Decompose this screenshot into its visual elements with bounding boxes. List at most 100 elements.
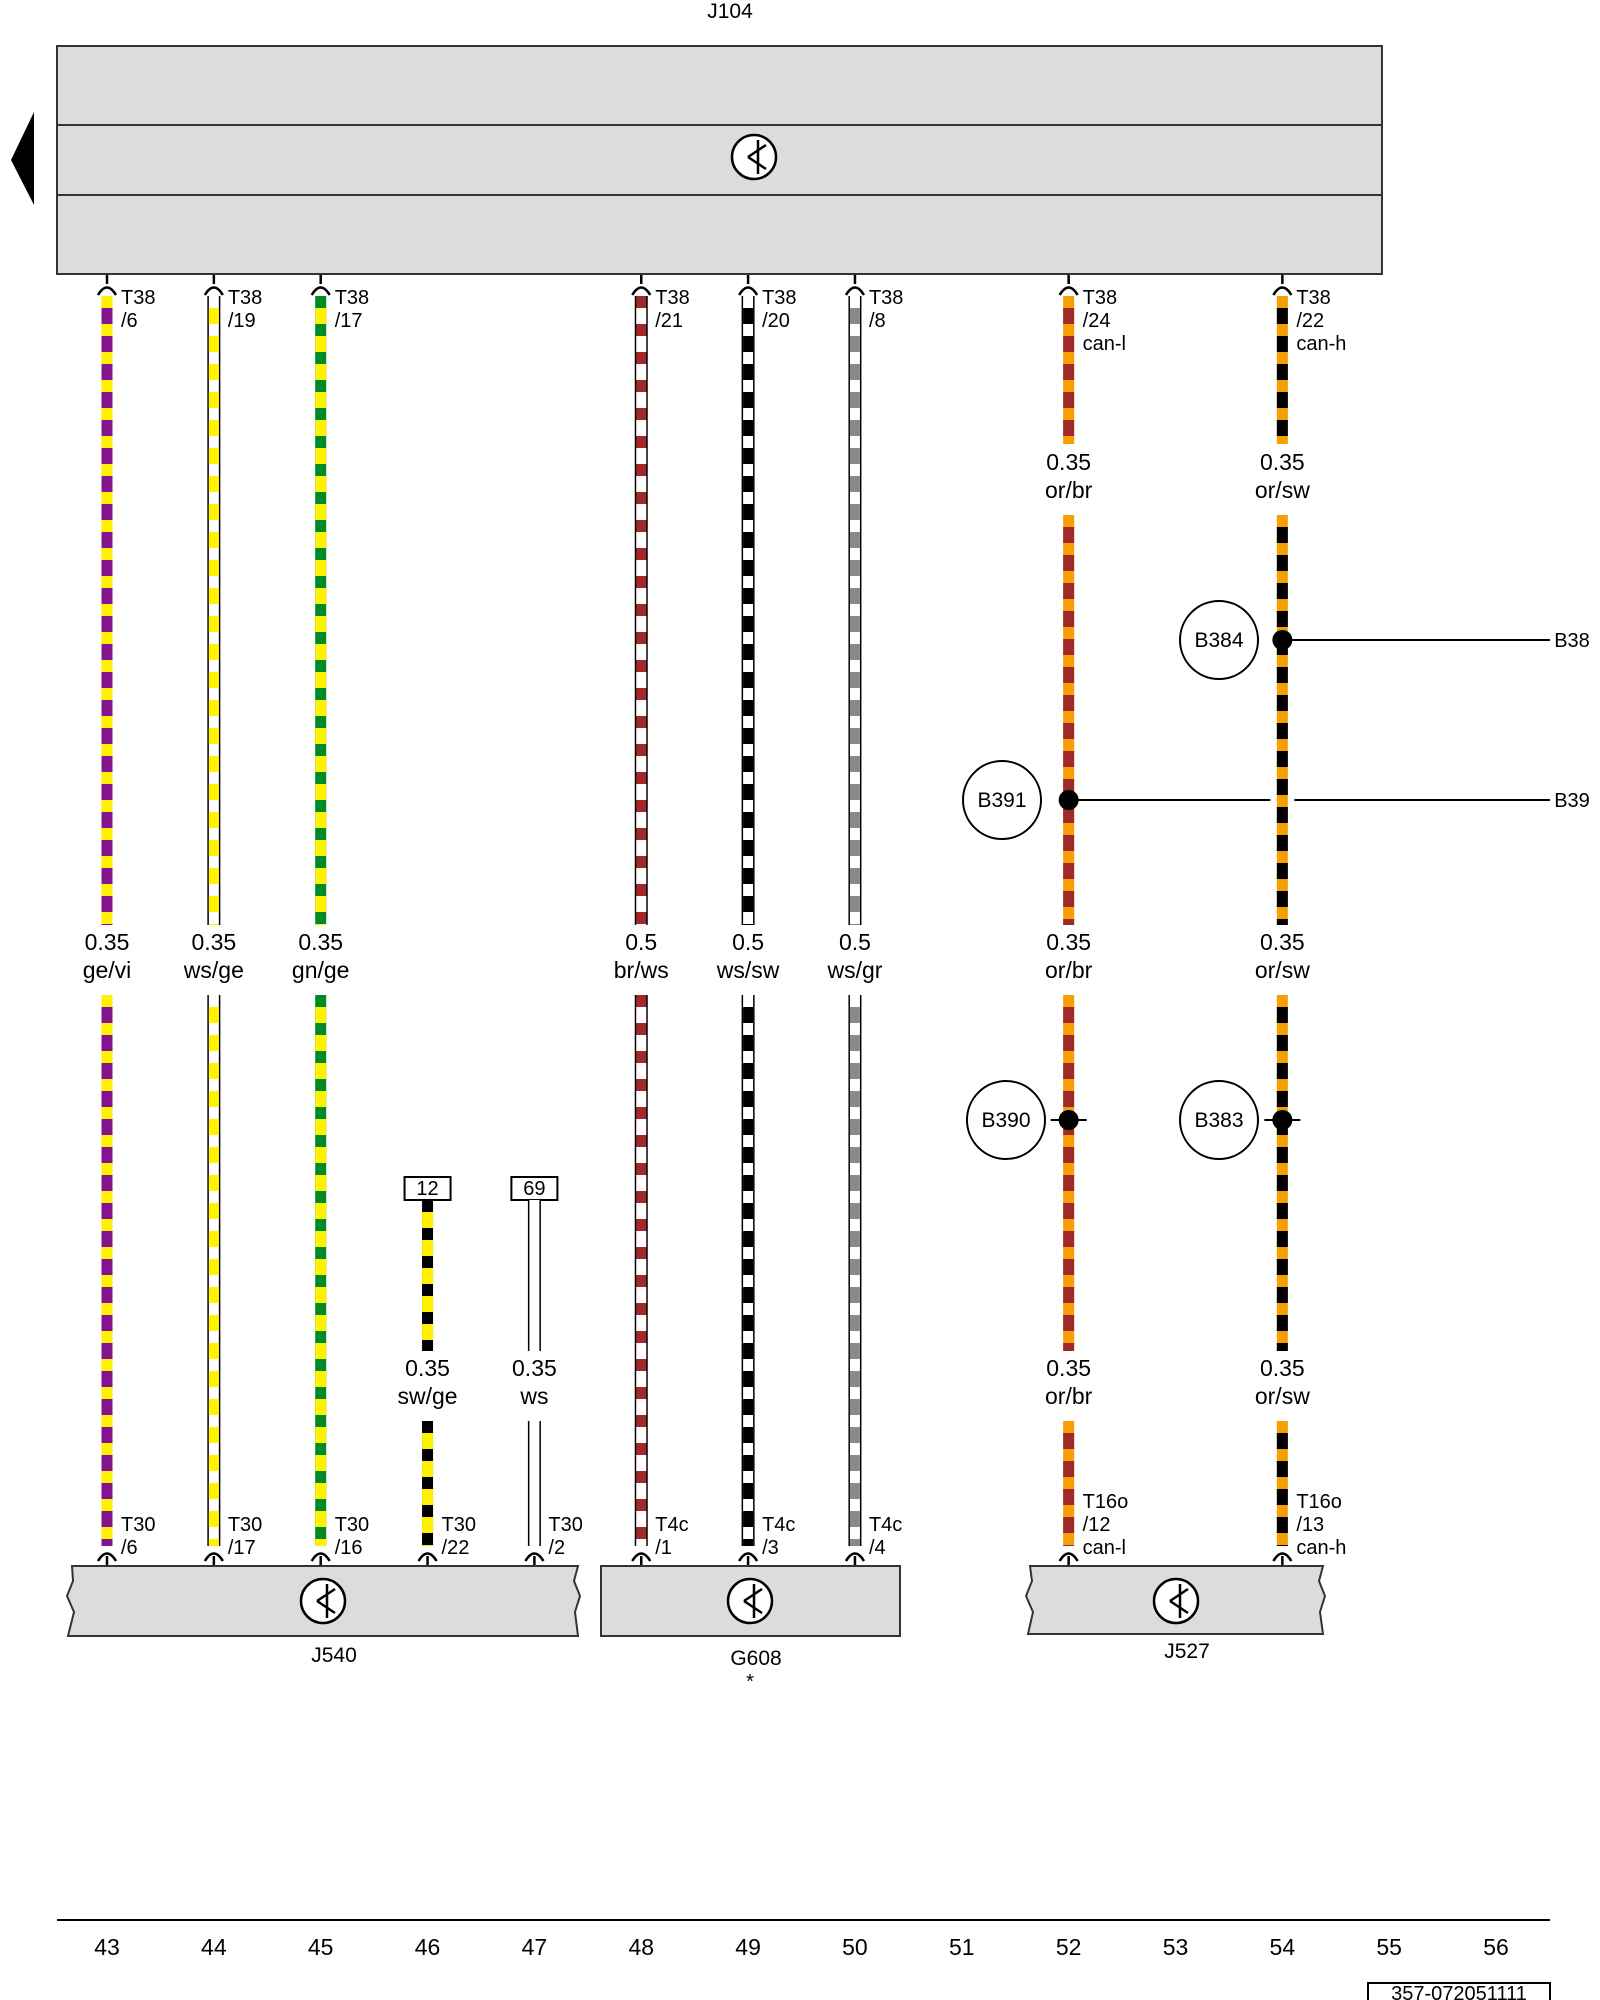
wire-44-segment-stripe	[208, 1035, 219, 1051]
wire-52-segment-stripe	[1063, 364, 1075, 380]
wire-54-segment-stripe	[1276, 1287, 1288, 1303]
wire-43-segment-stripe	[101, 336, 113, 352]
wire-52-segment-stripe	[1063, 779, 1075, 795]
wire-50-segment-stripe	[849, 924, 860, 925]
wire-48-segment-stripe	[636, 476, 647, 492]
wire-52-segment-stripe	[1063, 807, 1075, 823]
wire-43-top-pin: T38/6	[121, 287, 155, 332]
wire-45-segment-stripe	[315, 700, 327, 716]
wire-45-segment-stripe	[315, 1371, 327, 1387]
wire-52-segment-stripe	[1063, 1203, 1075, 1219]
wire-50-segment	[848, 296, 862, 925]
wire-48-segment-stripe	[636, 728, 647, 744]
top-pin-connector: T38	[1083, 287, 1117, 309]
wire-54-segment	[1276, 296, 1288, 444]
top-pin-connector: T38	[655, 287, 689, 309]
component-j527[interactable]: J527	[1024, 1565, 1327, 1663]
wire-45-segment-stripe	[315, 1259, 327, 1275]
wire-44-segment-stripe	[208, 868, 219, 884]
wire-44-segment-base	[208, 296, 219, 925]
wire-44-segment-stripe	[208, 1343, 219, 1359]
previous-page-arrow-icon[interactable]	[11, 112, 34, 205]
wire-43-segment-stripe	[101, 1287, 113, 1303]
bottom-pin-connector: T4c	[762, 1514, 795, 1536]
component-j104[interactable]: J104	[56, 0, 1383, 275]
wire-48-segment	[634, 995, 648, 1546]
wire-48-segment-stripe	[636, 924, 647, 925]
wire-46-segment-stripe	[422, 1296, 434, 1312]
wire-45-segment-stripe	[315, 560, 327, 576]
splice-b383[interactable]: B383	[1179, 1080, 1301, 1160]
column-number-54: 54	[1270, 1934, 1296, 1960]
wire-50-top-pin: T38/8	[869, 287, 903, 332]
wire-45-segment-stripe	[315, 1063, 327, 1079]
wire-50-segment-stripe	[849, 1539, 860, 1546]
wire-49-segment-stripe	[743, 588, 754, 604]
wire-43-segment-stripe	[101, 448, 113, 464]
column-number-47: 47	[522, 1934, 548, 1960]
wire-50-segment-stripe	[849, 1175, 860, 1191]
wire-43-segment-stripe	[101, 1483, 113, 1499]
j104-label: J104	[707, 0, 753, 23]
splice-b390[interactable]: B390	[966, 1080, 1087, 1160]
wire-45-segment-stripe	[315, 588, 327, 604]
wire-45-segment-stripe	[315, 1287, 327, 1303]
wire-50-segment-stripe	[849, 840, 860, 856]
wire-54-segment-stripe	[1276, 308, 1288, 324]
wire-43-segment-stripe	[101, 1007, 113, 1023]
component-g608[interactable]: G608 *	[600, 1565, 901, 1693]
wire-50-segment-stripe	[849, 1035, 860, 1051]
top-pin-connector: T38	[121, 287, 155, 309]
wire-44-segment-stripe	[208, 756, 219, 772]
splice-dot-icon	[1058, 1110, 1079, 1130]
bottom-pin-connector: T16o	[1083, 1491, 1129, 1513]
wire-48-segment-stripe	[636, 616, 647, 632]
wire-48-segment-stripe	[636, 784, 647, 800]
wire-49-segment-stripe	[743, 1147, 754, 1163]
wire-43-segment-stripe	[101, 840, 113, 856]
splice-circle	[966, 1080, 1046, 1160]
wire-48-segment-stripe	[636, 672, 647, 688]
wire-45-segment-stripe	[315, 644, 327, 660]
splice-label: B383	[1194, 1109, 1243, 1132]
wire-50-segment-stripe	[849, 336, 860, 352]
wire-52-segment-stripe	[1063, 919, 1075, 925]
wire-50-segment-stripe	[849, 308, 860, 324]
wire-50-segment-stripe	[849, 1231, 860, 1247]
wire-54-segment-stripe	[1276, 1461, 1288, 1477]
wire-54-segment-stripe	[1276, 555, 1288, 571]
wire-44-segment	[207, 296, 221, 925]
wire-48-segment-stripe	[636, 1035, 647, 1051]
wire-gauge: 0.35	[191, 929, 236, 955]
wire-54-segment-base	[1276, 515, 1288, 925]
wire-54[interactable]: T38/22can-h0.35or/sw0.35or/sw0.35or/swT1…	[1255, 195, 1347, 1566]
wire-45-segment-stripe	[315, 672, 327, 688]
top-pin-signal: can-h	[1296, 333, 1346, 355]
component-j540[interactable]: J540	[65, 1565, 582, 1667]
wire-45-segment-stripe	[315, 476, 327, 492]
wire-52-segment-stripe	[1063, 1287, 1075, 1303]
wire-52[interactable]: T38/24can-l0.35or/br0.35or/br0.35or/brT1…	[1045, 195, 1128, 1566]
wire-54-segment-stripe	[1276, 723, 1288, 739]
wire-48-segment-stripe	[636, 1511, 647, 1527]
wire-43-segment-stripe	[101, 1063, 113, 1079]
wire-52-segment-stripe	[1063, 1343, 1075, 1351]
wire-54-segment-stripe	[1276, 392, 1288, 408]
wire-45-segment-stripe	[315, 756, 327, 772]
bottom-pin-number: /17	[228, 1537, 256, 1559]
wire-44-segment-stripe	[208, 728, 219, 744]
wire-54-segment-stripe	[1276, 835, 1288, 851]
splice-dot-icon	[1058, 790, 1079, 810]
wire-44-segment-stripe	[208, 1091, 219, 1107]
